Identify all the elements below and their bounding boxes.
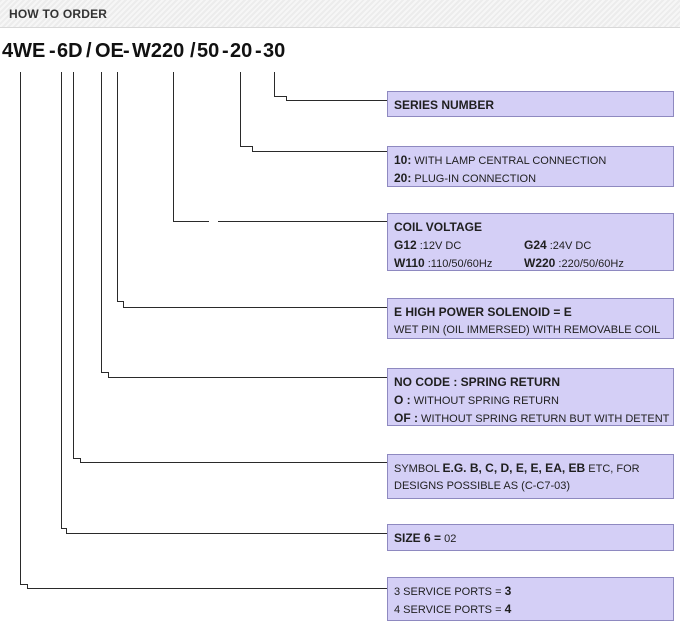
symbol-codes: E.G. B, C, D, E, E, EA, EB [442, 461, 586, 475]
code-separator: / [86, 40, 92, 62]
spring-code-o: O : [394, 393, 411, 407]
ports-text-3: 3 SERVICE PORTS = [394, 586, 505, 598]
code-segment-4we: 4WE [2, 40, 46, 62]
coil-code-g12: G12 [394, 238, 417, 252]
size-label: SIZE 6 = [394, 531, 442, 545]
code-segment-oe: OE [95, 40, 124, 62]
connection-box: 10: WITH LAMP CENTRAL CONNECTION 20: PLU… [387, 146, 674, 187]
coil-code-g24: G24 [524, 238, 547, 252]
solenoid-box: E HIGH POWER SOLENOID = E WET PIN (OIL I… [387, 298, 674, 339]
leader-line-series [274, 72, 387, 101]
symbol-box: SYMBOL E.G. B, C, D, E, E, EA, EB ETC, F… [387, 454, 674, 499]
leader-line-size [61, 72, 387, 534]
size-value: 02 [441, 533, 457, 545]
connection-code-20: 20: [394, 171, 412, 185]
code-separator: - [49, 40, 56, 62]
spring-text-o: WITHOUT SPRING RETURN [410, 395, 559, 407]
service-ports-box: 3 SERVICE PORTS = 3 4 SERVICE PORTS = 4 [387, 577, 674, 621]
code-separator: - [222, 40, 229, 62]
section-title: HOW TO ORDER [9, 7, 108, 21]
series-title: SERIES NUMBER [394, 98, 495, 112]
symbol-pre: SYMBOL [394, 463, 443, 475]
leader-line-coil [173, 72, 209, 222]
symbol-post: ETC, FOR [585, 463, 640, 475]
header-bar: HOW TO ORDER [0, 0, 680, 28]
spring-return-box: NO CODE : SPRING RETURN O : WITHOUT SPRI… [387, 368, 674, 426]
size-box: SIZE 6 = 02 [387, 524, 674, 551]
connection-text-20: PLUG-IN CONNECTION [411, 173, 537, 185]
leader-line-symbol [73, 72, 387, 463]
series-number-box: SERIES NUMBER [387, 91, 674, 117]
connection-text-10: WITH LAMP CENTRAL CONNECTION [411, 155, 607, 167]
coil-text-w110: :110/50/60Hz [424, 258, 493, 270]
solenoid-text: WET PIN (OIL IMMERSED) WITH REMOVABLE CO… [394, 324, 661, 336]
code-segment-w220: W220 [132, 40, 185, 62]
spring-title: NO CODE : SPRING RETURN [394, 375, 561, 389]
code-segment-20: 20 [230, 40, 253, 62]
code-separator: - [255, 40, 262, 62]
coil-title: COIL VOLTAGE [394, 220, 483, 234]
coil-text-g12: :12V DC [416, 240, 462, 252]
solenoid-title: E HIGH POWER SOLENOID = E [394, 305, 572, 319]
spring-code-of: OF : [394, 411, 418, 425]
spring-text-of: WITHOUT SPRING RETURN BUT WITH DETENT [418, 413, 670, 425]
ports-value-3: 3 [504, 584, 512, 598]
leader-line-connection [240, 72, 387, 152]
code-segment-30: 30 [263, 40, 286, 62]
coil-voltage-box: COIL VOLTAGE G12 :12V DC G24 :24V DC W11… [387, 213, 674, 271]
coil-text-g24: :24V DC [546, 240, 592, 252]
code-segment-50: 50 [197, 40, 220, 62]
symbol-line2: DESIGNS POSSIBLE AS (C-C7-03) [394, 480, 571, 492]
leader-line-spring [101, 72, 387, 378]
leader-line-ports [20, 72, 387, 589]
ports-text-4: 4 SERVICE PORTS = [394, 604, 505, 616]
code-separator: - [123, 40, 130, 62]
code-separator: / [190, 40, 196, 62]
ports-value-4: 4 [504, 602, 512, 616]
connection-code-10: 10: [394, 153, 412, 167]
coil-text-w220: :220/50/60Hz [555, 258, 624, 270]
leader-line-solenoid [117, 72, 387, 308]
code-segment-6d: 6D [57, 40, 83, 62]
coil-code-w110: W110 [394, 256, 425, 270]
coil-code-w220: W220 [524, 256, 556, 270]
